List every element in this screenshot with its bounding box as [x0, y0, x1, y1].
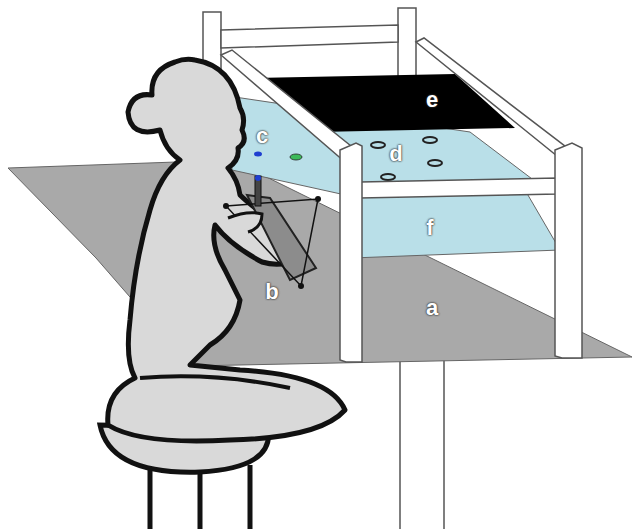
frame-rail [221, 25, 398, 48]
stylus [255, 176, 261, 206]
shelf [350, 190, 560, 258]
marker [223, 203, 229, 209]
hole [381, 174, 395, 180]
part-letter: d [389, 143, 402, 165]
part-letter: b [265, 281, 278, 303]
part-letter: e [426, 89, 438, 111]
part-letter: f [426, 217, 433, 239]
marker [298, 283, 304, 289]
device [247, 195, 316, 280]
hole [423, 137, 437, 143]
blue-dot [254, 152, 262, 157]
marker-triangle [226, 199, 318, 286]
marker [315, 196, 321, 202]
green-dot [290, 154, 302, 160]
table-leg [400, 360, 444, 529]
waistline [140, 376, 290, 388]
frame-post [555, 143, 582, 358]
stylus-tip [255, 175, 261, 181]
person [108, 59, 345, 441]
hand [228, 213, 262, 232]
hole [428, 160, 442, 166]
hole [371, 142, 385, 148]
frame-rail [360, 178, 558, 198]
part-letter: c [256, 125, 268, 147]
table-top [8, 160, 632, 366]
frame-post [340, 143, 362, 362]
frame-rail [416, 38, 570, 160]
part-letter: a [426, 297, 438, 319]
